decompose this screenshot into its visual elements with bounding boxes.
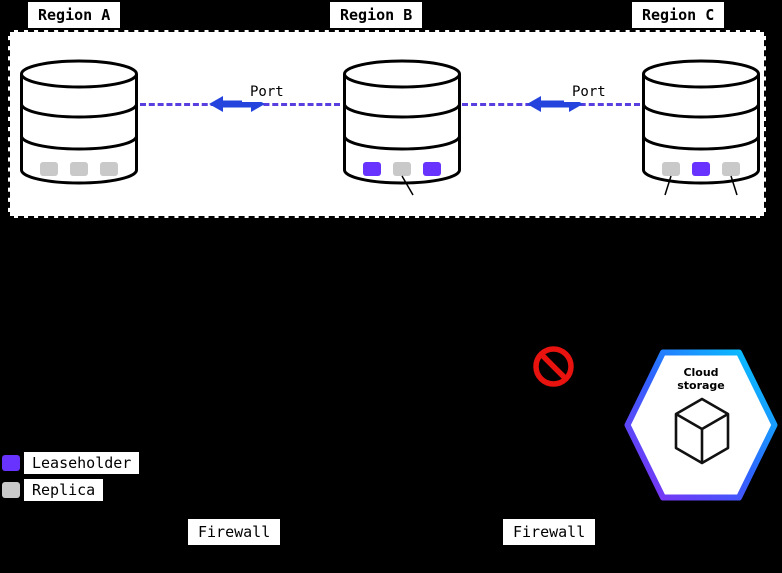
legend-replica-swatch [2, 482, 20, 498]
cube-icon [674, 397, 730, 465]
leaseholder-marker [423, 162, 441, 176]
annotation-leader-line [730, 175, 738, 196]
cloud-storage-hexagon [624, 349, 778, 501]
legend-leaseholder-swatch [2, 455, 20, 471]
port-label-1: Port [242, 82, 292, 102]
replica-marker [722, 162, 740, 176]
replica-marker [100, 162, 118, 176]
replica-marker [662, 162, 680, 176]
leaseholder-marker [363, 162, 381, 176]
port-label-2: Port [564, 82, 614, 102]
annotation-leader-line [664, 175, 672, 196]
cloud-storage-label: Cloud storage [677, 366, 725, 392]
leaseholder-marker [692, 162, 710, 176]
database-icon-region-c [642, 59, 760, 196]
region-a-label: Region A [28, 2, 121, 28]
no-entry-icon [533, 346, 574, 387]
firewall-label-1: Firewall [188, 519, 281, 545]
database-icon-region-b [343, 59, 461, 196]
region-c-label: Region C [632, 2, 725, 28]
annotation-leader-line [401, 175, 414, 196]
firewall-label-2: Firewall [503, 519, 596, 545]
replica-marker [70, 162, 88, 176]
legend-leaseholder-label: Leaseholder [24, 452, 140, 474]
replica-marker [40, 162, 58, 176]
region-b-label: Region B [330, 2, 423, 28]
replica-marker [393, 162, 411, 176]
legend-replica-label: Replica [24, 479, 104, 501]
database-icon-region-a [20, 59, 138, 185]
